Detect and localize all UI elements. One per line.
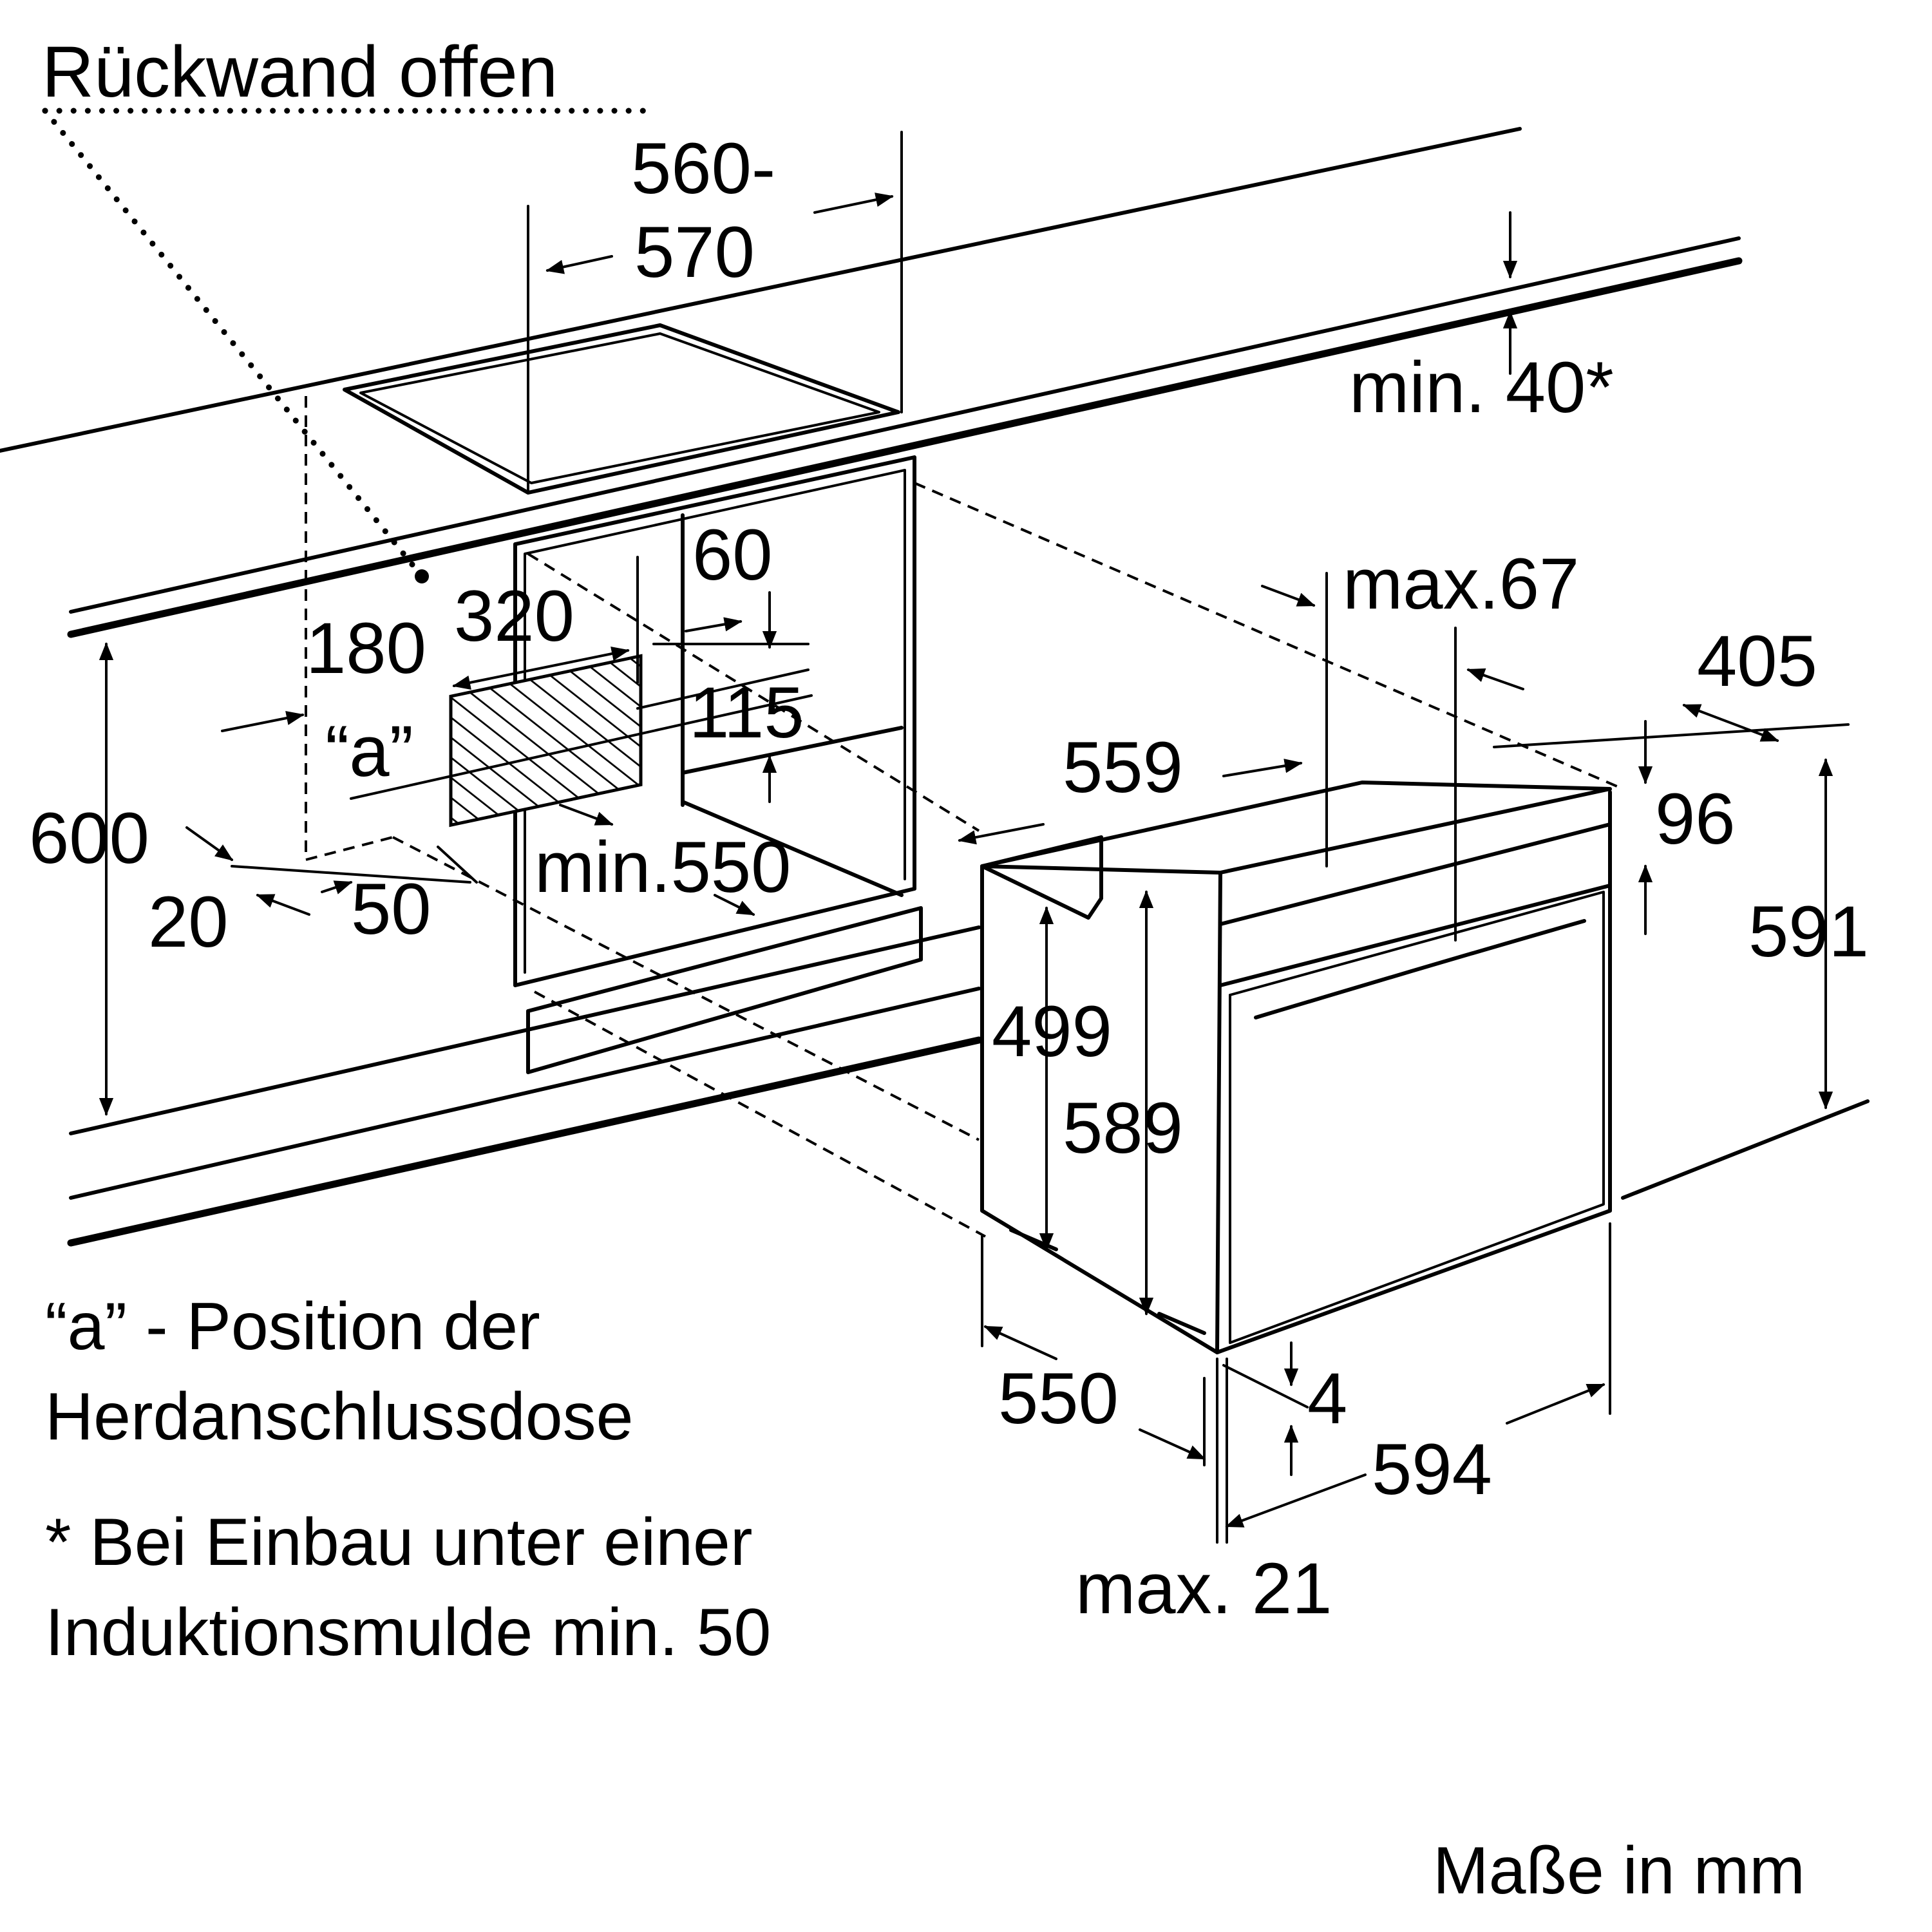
dim-4-label: 4 [1307, 1358, 1347, 1439]
cutout-width-label-1: 560- [631, 128, 775, 209]
niche [513, 455, 923, 1074]
dim-60-label: 60 [692, 515, 773, 595]
dim-320-label: 320 [454, 576, 574, 656]
niche-depth-label: min.550 [535, 827, 791, 907]
dimension-lines [99, 131, 1850, 1544]
dim-405-label: 405 [1697, 621, 1817, 701]
socket-a-label: “a” [325, 711, 413, 791]
oven [980, 781, 1612, 1354]
dim-499-label: 499 [992, 991, 1112, 1072]
dim-180-label: 180 [306, 608, 426, 688]
clearance-top-label: min. 40* [1349, 347, 1614, 428]
footnote-line-1: * Bei Einbau unter einer [45, 1505, 753, 1580]
dim-96-label: 96 [1655, 779, 1736, 859]
dim-50-label: 50 [351, 869, 431, 949]
dim-559-label: 559 [1063, 727, 1183, 808]
dim-591-label: 591 [1748, 891, 1869, 972]
dim-600-label: 600 [29, 798, 149, 878]
labels: Rückwand offen 560- 570 min. 40* 180 320… [29, 32, 1869, 1908]
dim-589-label: 589 [1063, 1088, 1183, 1168]
cabinet-base-lines [67, 925, 1870, 1247]
units-label: Maße in mm [1433, 1833, 1805, 1908]
cutout-width-label-2: 570 [634, 212, 755, 292]
rear-wall-leader [42, 108, 647, 583]
max-21-label: max. 21 [1075, 1548, 1332, 1629]
cooktop [343, 323, 900, 495]
dim-594-label: 594 [1372, 1429, 1492, 1510]
hidden-lines [305, 396, 1624, 1238]
dim-20-label: 20 [148, 882, 229, 962]
footnote-line-2: Induktionsmulde min. 50 [45, 1595, 771, 1670]
rear-wall-open-label: Rückwand offen [42, 32, 558, 112]
legend-line-2: Herdanschlussdose [45, 1379, 633, 1454]
dim-115-label: 115 [689, 672, 804, 753]
max-67-label: max.67 [1343, 544, 1579, 624]
dim-550-label: 550 [998, 1358, 1119, 1439]
legend-line-1: “a” - Position der [45, 1289, 540, 1364]
countertop [0, 127, 1743, 638]
